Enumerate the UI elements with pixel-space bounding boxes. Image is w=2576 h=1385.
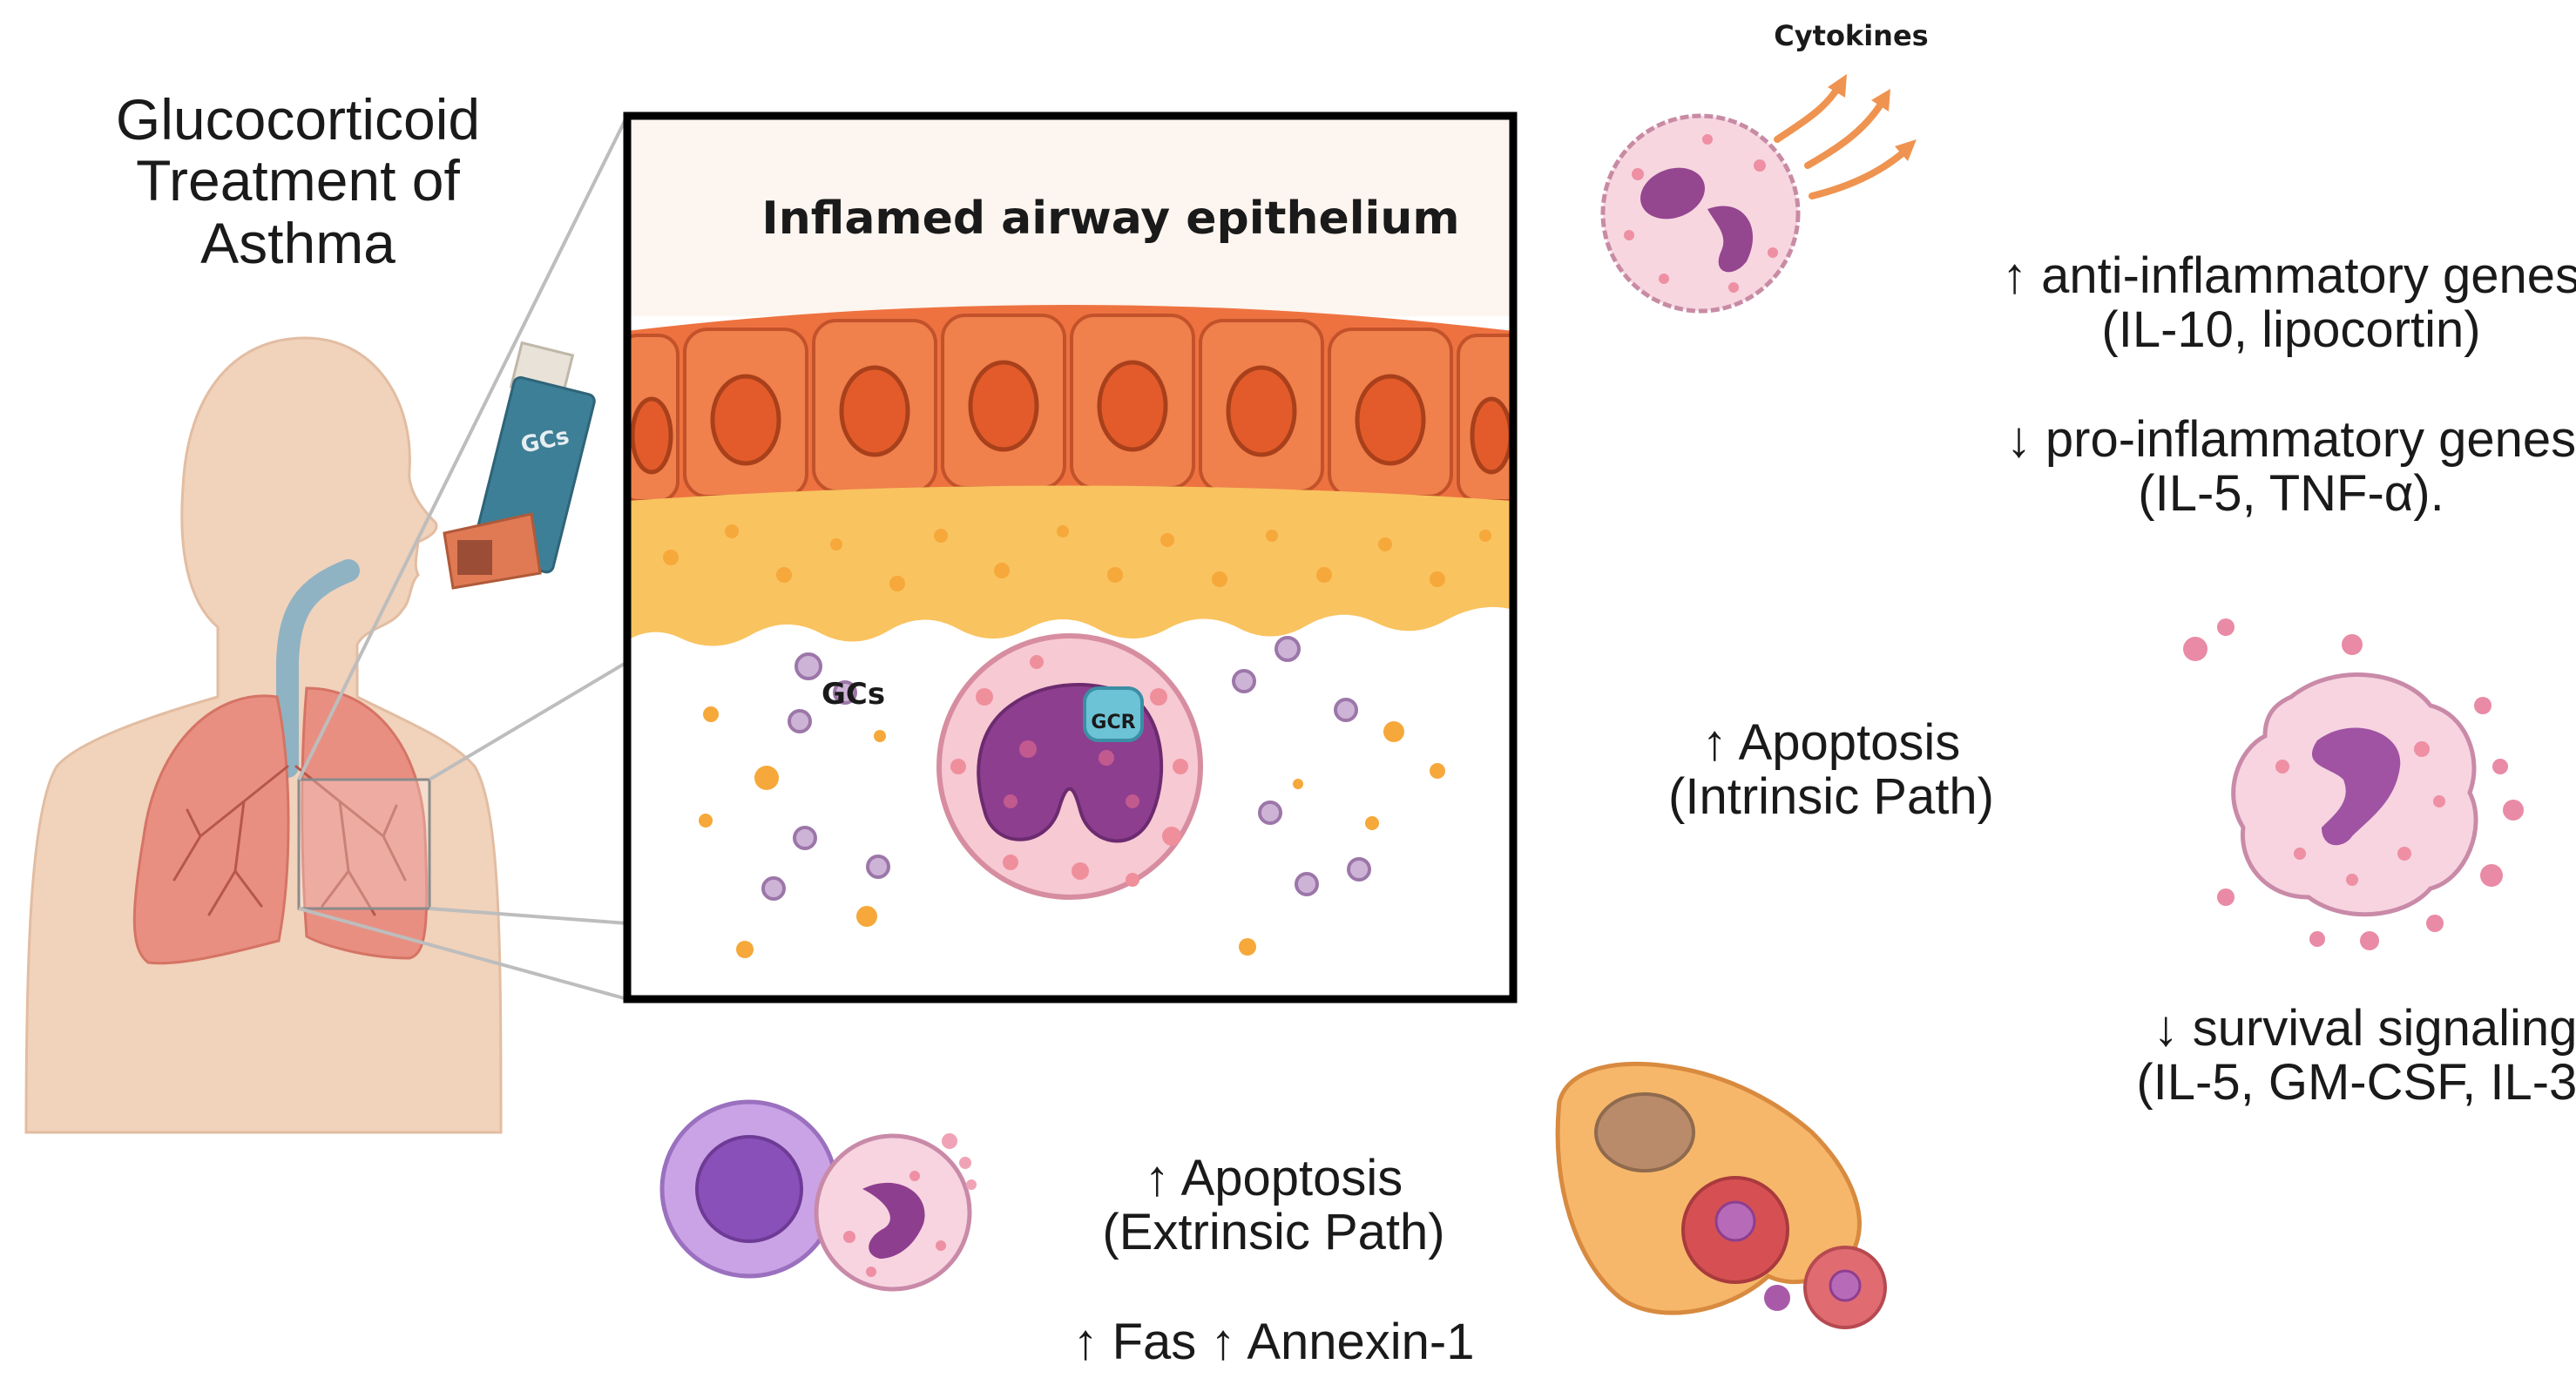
eosinophil-cell: GCR: [936, 633, 1203, 900]
zoom-region-box: [297, 778, 431, 910]
pro-inflammatory-line-2: (IL-5, TNF-α).: [2138, 465, 2444, 522]
macrophage-nucleus: [1594, 1092, 1695, 1172]
survival-signaling-line-2: (IL-5, GM-CSF, IL-3): [2136, 1054, 2576, 1111]
gc-molecules: [761, 636, 1371, 901]
pro-inflammatory-line-1: ↓ pro-inflammatory genes: [2006, 411, 2576, 468]
airway-epithelium-panel: GCs GCR Inflamed airway epithelium: [623, 111, 1518, 1003]
human-torso-illustration: [24, 336, 503, 1134]
apoptosis-extrinsic-text: ↑ Apoptosis (Extrinsic Path) ↑ Fas ↑ Ann…: [1073, 1150, 1475, 1370]
right-lung: [132, 694, 290, 965]
trachea: [276, 559, 360, 778]
title: Glucocorticoid Treatment of Asthma: [116, 87, 480, 275]
cytokine-releasing-cell: [1600, 113, 1801, 314]
zoom-connector-lines: [297, 115, 629, 1001]
macrophage-efferocytosis: [1555, 1061, 1887, 1329]
cytokine-dots: [699, 706, 1445, 958]
anti-inflammatory-line-2: (IL-10, lipocortin): [2101, 301, 2480, 358]
gcr-receptor: [1083, 686, 1144, 742]
fas-annexin-text: ↑ Fas ↑ Annexin-1: [1073, 1314, 1475, 1370]
submucosa-granules: [663, 524, 1491, 591]
gcr-label: GCR: [1091, 712, 1135, 733]
anti-inflammatory-line-1: ↑ anti-inflammatory genes: [2002, 247, 2576, 304]
cytokine-arrows: [1774, 84, 1907, 199]
panel-frame: [623, 111, 1518, 1003]
survival-signaling-line-1: ↓ survival signaling: [2153, 1000, 2576, 1057]
submucosa-layer: [627, 485, 1513, 646]
apoptosis-intrinsic-line-1: ↑ Apoptosis: [1702, 714, 1961, 771]
apoptotic-eosinophil: [2183, 618, 2524, 950]
survival-signaling-text: ↓ survival signaling (IL-5, GM-CSF, IL-3…: [2136, 1000, 2576, 1111]
panel-gcs-label: GCs: [821, 677, 885, 712]
cytokine-arrowheads: [1828, 74, 1917, 161]
apoptosis-intrinsic-line-2: (Intrinsic Path): [1668, 768, 1994, 825]
lymphocyte-eosinophil-interaction: [659, 1099, 977, 1292]
apoptotic-body: [1764, 1285, 1790, 1311]
bronchial-tree: [172, 765, 407, 916]
apoptosis-extrinsic-line-2: (Extrinsic Path): [1102, 1204, 1444, 1260]
inhaler-icon: GCs: [443, 341, 596, 590]
gene-regulation-text: ↑ anti-inflammatory genes (IL-10, lipoco…: [2002, 247, 2576, 522]
title-line-1: Glucocorticoid: [116, 87, 480, 152]
title-line-2: Treatment of: [136, 148, 460, 213]
apoptosis-extrinsic-line-1: ↑ Apoptosis: [1145, 1150, 1403, 1206]
apoptosis-intrinsic-text: ↑ Apoptosis (Intrinsic Path): [1668, 714, 1994, 825]
epithelial-nuclei: [630, 360, 1513, 475]
panel-title: Inflamed airway epithelium: [761, 193, 1459, 245]
cytokines-label: Cytokines: [1774, 19, 1928, 52]
title-line-3: Asthma: [200, 211, 396, 275]
